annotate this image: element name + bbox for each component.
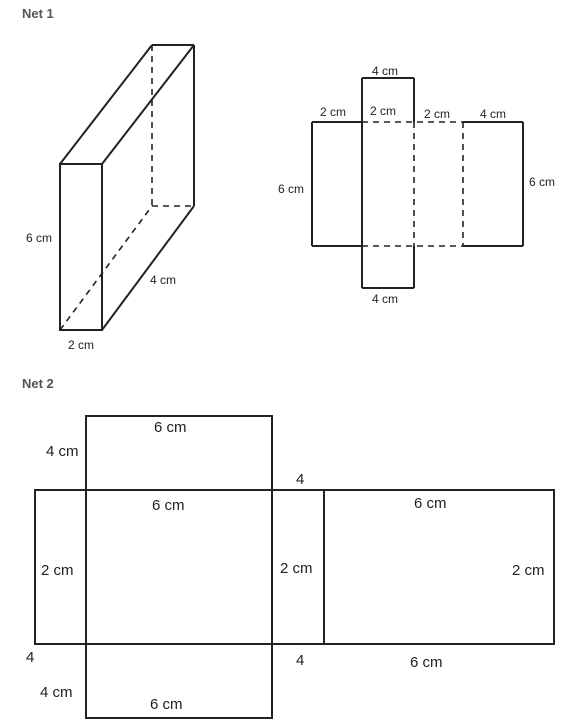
prism-height-label: 6 cm: [26, 231, 52, 245]
prism-3d: 6 cm 4 cm 2 cm: [26, 44, 195, 352]
prism-depth-label: 4 cm: [150, 273, 176, 287]
net1-bottom-flap-label: 4 cm: [372, 292, 398, 306]
prism-hidden-diagonal-edge: [59, 205, 153, 331]
prism-top-left-edge: [59, 44, 153, 165]
net2-left-face-height-label: 2 cm: [41, 562, 74, 579]
net2-horizontal-strip: [34, 489, 555, 645]
net2-unfolded: 6 cm 4 cm 6 cm 2 cm 4 2 cm 4 6 cm 2 cm 6…: [26, 415, 555, 719]
net1-top-flap-label: 4 cm: [372, 64, 398, 78]
net2-right-face-top-label: 6 cm: [414, 495, 447, 512]
prism-front-face: [59, 163, 103, 331]
net2-small-face-top-label: 4: [296, 471, 304, 488]
net2-top-center-bottom-strip: [85, 415, 273, 719]
net2-small-face-bottom-label: 4: [296, 652, 304, 669]
net2-bottom-face-side-label: 4 cm: [40, 684, 73, 701]
net2-right-face-height-label: 2 cm: [512, 562, 545, 579]
net1-left-height-label: 6 cm: [278, 182, 304, 196]
prism-top-right-edge: [101, 44, 195, 165]
net1-center-face-top-label: 2 cm: [370, 104, 396, 118]
net2-small-face-height-label: 2 cm: [280, 560, 313, 577]
net1-heading: Net 1: [22, 6, 54, 21]
net2-bottom-face-bottom-label: 6 cm: [150, 696, 183, 713]
prism-bottom-right-edge: [101, 205, 195, 331]
net2-center-face-top-label: 6 cm: [152, 497, 185, 514]
net1-unfolded: 4 cm 2 cm 2 cm 2 cm 4 cm 6 cm 6 cm 4 cm: [278, 64, 555, 306]
prism-width-label: 2 cm: [68, 338, 94, 352]
net1-left-face-top-label: 2 cm: [320, 105, 346, 119]
net1-middle-face-top-label: 2 cm: [424, 107, 450, 121]
net2-heading: Net 2: [22, 376, 54, 391]
net1-right-height-label: 6 cm: [529, 175, 555, 189]
net2-right-face-bottom-label: 6 cm: [410, 654, 443, 671]
net2-top-face-top-label: 6 cm: [154, 419, 187, 436]
net2-top-face-side-label: 4 cm: [46, 443, 79, 460]
net1-right-face-top-label: 4 cm: [480, 107, 506, 121]
net2-left-face-bottom-label: 4: [26, 649, 34, 666]
